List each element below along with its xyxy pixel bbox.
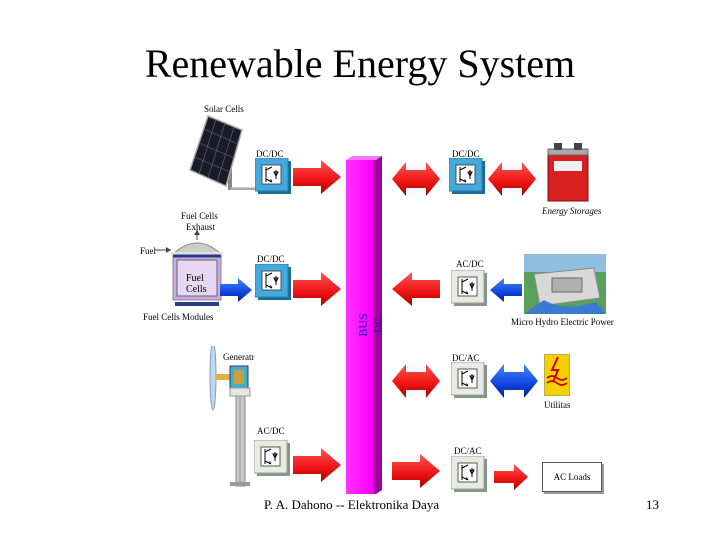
converter-utility-bidirectional-arrow (490, 364, 538, 398)
fuel-exhaust-label-2: Exhaust (186, 222, 215, 232)
solar-dcdc-converter (255, 158, 291, 194)
wind-acdc-converter (254, 440, 290, 476)
fuel-input-label: Fuel (140, 246, 157, 256)
storage-label: Energy Storages (542, 206, 602, 216)
wind-generator-label: Generatr (223, 352, 255, 362)
hydro-to-converter-arrow (490, 278, 522, 302)
storage-dcdc-converter (449, 158, 485, 194)
hydro-acdc-converter (451, 270, 487, 306)
fuel-to-converter-arrow (220, 278, 252, 302)
ac-loads-box: AC Loads (542, 462, 602, 492)
hydro-plant-icon (524, 254, 606, 314)
utility-grid-icon (543, 353, 571, 397)
fuel-stack-label-1: Fuel (186, 273, 204, 284)
utility-label: Utilitas (544, 400, 571, 410)
fuel-exhaust-label-1: Fuel Cells (181, 211, 218, 221)
fuel-module-label: Fuel Cells Modules (143, 312, 214, 322)
fuel-to-bus-arrow (293, 272, 341, 306)
hydro-to-bus-arrow (392, 272, 440, 306)
solar-label: Solar Cells (204, 104, 244, 114)
hydro-label: Micro Hydro Electric Power (511, 317, 614, 327)
utility-dcac-converter (451, 362, 487, 398)
acload-dcac-converter (451, 456, 487, 492)
fuel-converter-label: DC/DC (257, 254, 285, 264)
bus-utility-bidirectional-arrow (392, 364, 440, 398)
bus-storage-bidirectional-arrow (392, 162, 440, 196)
page-number: 13 (646, 497, 659, 512)
battery-icon (546, 143, 594, 203)
wind-converter-label: AC/DC (257, 426, 285, 436)
utility-converter-label: DC/AC (452, 353, 480, 363)
solar-converter-label: DC/DC (256, 149, 284, 159)
bus-label: BUS DC (356, 313, 385, 337)
wind-to-bus-arrow (293, 448, 341, 482)
storage-converter-label: DC/DC (452, 149, 480, 159)
hydro-converter-label: AC/DC (456, 259, 484, 269)
footer-text: P. A. Dahono -- Elektronika Daya (264, 497, 440, 512)
solar-to-bus-arrow (293, 160, 341, 194)
fuel-dcdc-converter (255, 264, 291, 300)
converter-to-acload-arrow (494, 464, 528, 490)
solar-panel-icon (186, 114, 266, 192)
bus-to-acload-arrow (392, 454, 440, 488)
fuel-cell-module-icon (155, 230, 225, 310)
fuel-stack-label-2: Cells (186, 284, 207, 295)
dc-bus (346, 156, 382, 496)
slide-title: Renewable Energy System (144, 41, 576, 86)
acload-converter-label: DC/AC (454, 446, 482, 456)
converter-storage-bidirectional-arrow (488, 162, 536, 196)
wind-turbine-icon (200, 341, 260, 488)
